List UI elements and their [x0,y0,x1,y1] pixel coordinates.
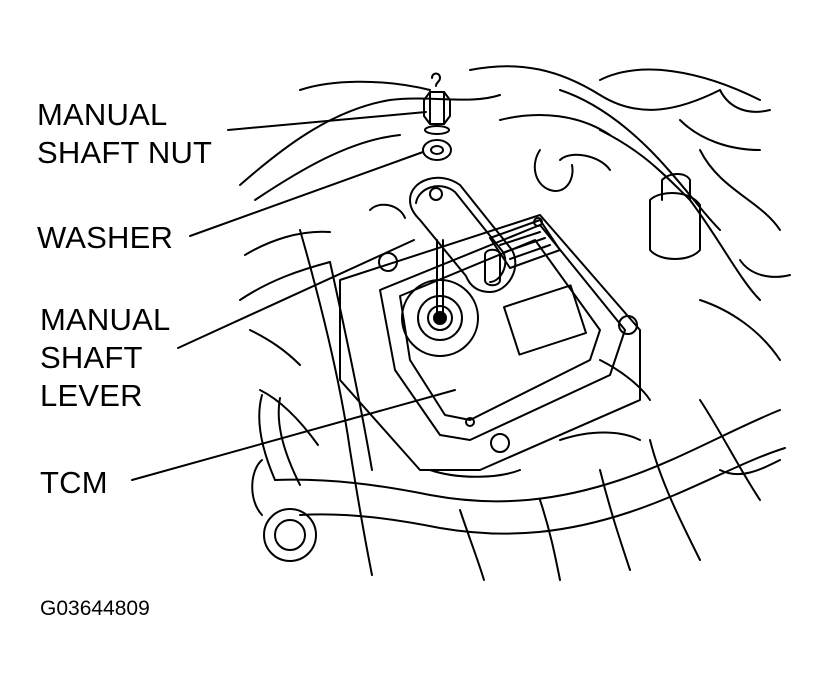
label-manual-shaft-lever-line1: MANUAL [40,302,171,337]
label-manual-shaft-lever-line3: LEVER [40,378,143,413]
leader-line-manual-shaft-nut [227,111,427,131]
coolant-hose [251,394,786,562]
manual-shaft-nut-shape [423,72,451,135]
label-manual-shaft-nut-line1: MANUAL [37,97,168,132]
manual-shaft-lever-shape [409,176,517,293]
leader-line-washer [189,151,424,237]
label-manual-shaft-lever: MANUAL SHAFT LEVER [40,301,170,415]
leader-line-tcm [131,389,456,481]
figure-code: G03644809 [40,597,150,620]
label-washer: WASHER [37,220,174,255]
label-manual-shaft-nut-line2: SHAFT NUT [37,135,213,170]
leader-lines [131,111,456,481]
engine-background-lines [239,65,791,581]
label-manual-shaft-lever-line2: SHAFT [40,340,143,375]
washer-shape [422,139,452,161]
manual-shaft-boss [401,239,479,357]
label-tcm: TCM [40,465,108,500]
tcm-housing [339,214,641,478]
leader-line-manual-shaft-lever [177,239,415,349]
label-manual-shaft-nut: MANUAL SHAFT NUT [37,96,212,172]
